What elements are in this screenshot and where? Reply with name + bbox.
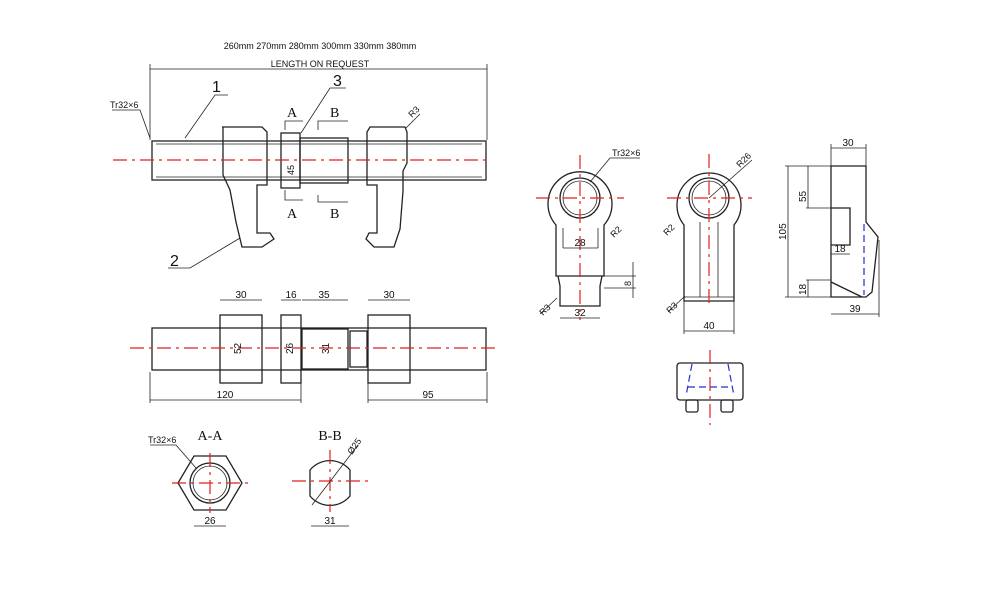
side-height-105: 105 <box>778 223 789 240</box>
section-b-top: B <box>330 106 339 121</box>
left-block <box>219 314 263 384</box>
jaw1-r2: R2 <box>608 224 623 239</box>
right-block <box>367 314 411 384</box>
dim-35: 35 <box>318 290 330 301</box>
left-clamp-jaw <box>222 126 275 248</box>
dim-31: 31 <box>321 342 332 354</box>
dim-30-left: 30 <box>235 290 247 301</box>
dim-120: 120 <box>217 390 234 401</box>
section-aa-width: 26 <box>204 516 216 527</box>
jaw2-r2: R2 <box>661 222 676 237</box>
section-bb-title: B-B <box>318 429 341 444</box>
side-upper-55: 55 <box>798 190 809 202</box>
part-label-3: 3 <box>333 73 342 90</box>
front-view: 30 16 35 30 52 26 31 120 95 <box>130 290 500 403</box>
jaw1-thread: Tr32×6 <box>612 148 640 158</box>
radius-r3: R3 <box>406 104 421 119</box>
jaw2-r3: R3 <box>664 300 679 315</box>
section-b-bottom: B <box>330 207 339 222</box>
part-label-2: 2 <box>170 253 179 270</box>
nut-height-dim: 45 <box>286 165 296 175</box>
jaw2-r26: R26 <box>734 151 753 170</box>
side-bottom-39: 39 <box>849 304 861 315</box>
jaw1-width-32: 32 <box>574 308 586 319</box>
jaw-bottom-view <box>676 350 744 425</box>
dim-30-right: 30 <box>383 290 395 301</box>
section-a-top: A <box>287 106 298 121</box>
section-bb-width: 31 <box>324 516 336 527</box>
right-clamp-jaw <box>365 126 408 248</box>
section-a-a: A-A Tr32×6 26 <box>148 429 248 527</box>
jaw-view-1: Tr32×6 R2 28 8 R3 32 <box>536 148 640 320</box>
section-a-bottom: A <box>287 207 298 222</box>
jaw1-inner-28: 28 <box>574 238 586 249</box>
sleeve-block <box>301 328 349 370</box>
section-aa-title: A-A <box>198 429 224 444</box>
section-aa-thread: Tr32×6 <box>148 435 176 445</box>
thread-label: Tr32×6 <box>110 100 138 110</box>
side-top-30: 30 <box>842 138 854 149</box>
jaw1-step-8: 8 <box>623 281 633 286</box>
dim-16: 16 <box>285 290 297 301</box>
dim-52: 52 <box>233 342 244 354</box>
dim-26: 26 <box>285 342 296 354</box>
top-view: 260mm 270mm 280mm 300mm 330mm 380mm LENG… <box>110 41 490 270</box>
side-slot-18: 18 <box>834 244 846 255</box>
dim-95: 95 <box>422 390 434 401</box>
length-note: LENGTH ON REQUEST <box>271 59 370 69</box>
nut-block <box>280 314 302 384</box>
size-list: 260mm 270mm 280mm 300mm 330mm 380mm <box>224 41 417 51</box>
side-lower-18: 18 <box>798 283 809 295</box>
jaw-view-2: R26 R2 R3 40 <box>661 151 753 334</box>
jaw2-width-40: 40 <box>703 321 715 332</box>
section-bb-diameter: Ø25 <box>345 436 363 456</box>
section-b-b: B-B Ø25 31 <box>292 429 368 527</box>
part-label-1: 1 <box>212 79 221 96</box>
jaw-side-view: 30 105 55 18 18 39 <box>778 138 880 317</box>
